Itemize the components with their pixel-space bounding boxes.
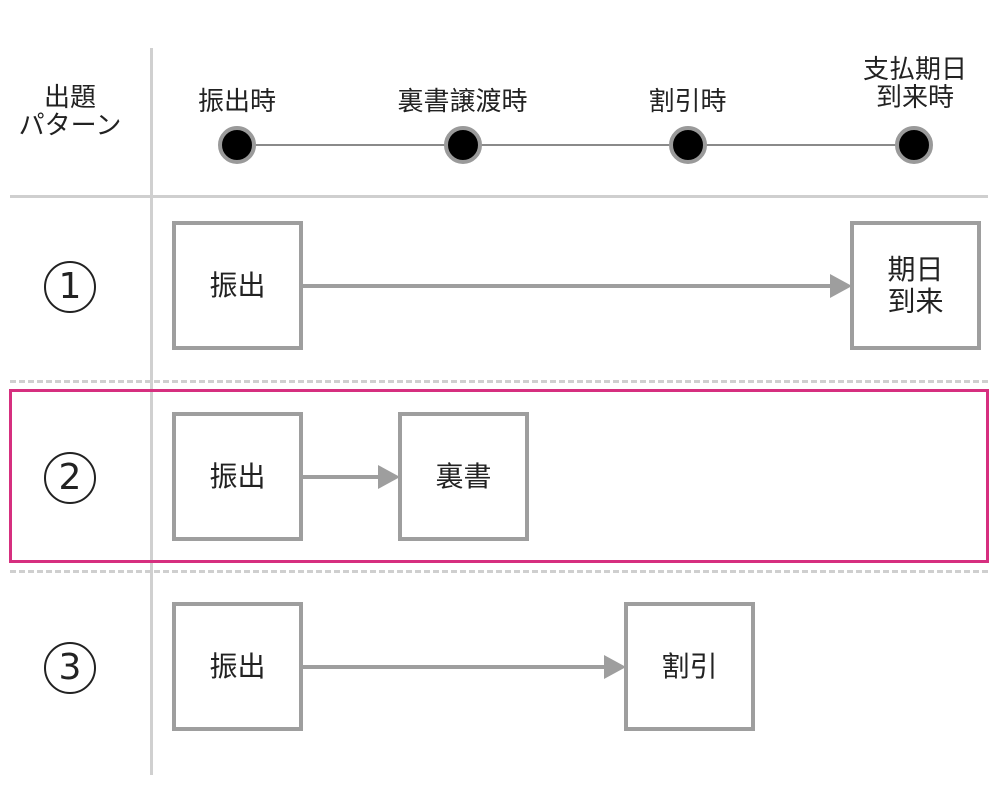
row1-arrow-line <box>303 284 831 288</box>
row-number-1: 1 <box>44 261 96 313</box>
column-divider <box>150 48 153 775</box>
timeline-dot-maturity <box>895 126 933 164</box>
row3-discount-label: 割引 <box>661 649 718 683</box>
row2-arrow-line <box>303 475 379 479</box>
row2-issue-label: 振出 <box>209 459 266 493</box>
row1-maturity-label-line-1: 期日 <box>887 252 944 286</box>
row2-arrow-head <box>378 465 400 489</box>
timeline-label-maturity-line-2: 到来時 <box>875 83 954 113</box>
row-number-2-text: 2 <box>58 457 82 498</box>
timeline-line <box>237 144 913 146</box>
timeline-label-maturity: 支払期日 到来時 <box>845 56 985 112</box>
timeline-label-issue: 振出時 <box>172 88 302 116</box>
row1-issue-box: 振出 <box>172 221 303 350</box>
row-number-2: 2 <box>44 452 96 504</box>
row3-issue-box: 振出 <box>172 602 303 731</box>
timeline-label-issue-text: 振出時 <box>197 87 276 117</box>
row3-arrow-line <box>303 665 605 669</box>
pattern-header-line-2: パターン <box>18 111 122 141</box>
timeline-dot-discount <box>669 126 707 164</box>
row1-maturity-box: 期日 到来 <box>850 221 981 350</box>
timeline-label-maturity-line-1: 支払期日 <box>862 55 967 85</box>
row-number-3-text: 3 <box>58 647 82 688</box>
row2-issue-box: 振出 <box>172 412 303 541</box>
timeline-label-discount-text: 割引時 <box>648 87 727 117</box>
row1-maturity-label-line-2: 到来 <box>887 284 944 318</box>
row-number-1-text: 1 <box>58 266 82 307</box>
row3-discount-box: 割引 <box>624 602 755 731</box>
timeline-label-discount: 割引時 <box>625 88 750 116</box>
pattern-header-label: 出題 パターン <box>0 84 140 140</box>
row2-highlight-frame <box>9 389 989 563</box>
timeline-dot-endorsement <box>444 126 482 164</box>
row1-issue-label: 振出 <box>209 268 266 302</box>
row-separator-1 <box>10 380 988 383</box>
row3-arrow-head <box>604 655 626 679</box>
row-separator-2 <box>10 570 988 573</box>
timeline-dot-issue <box>218 126 256 164</box>
row-number-3: 3 <box>44 642 96 694</box>
timeline-label-endorsement: 裏書譲渡時 <box>380 88 545 116</box>
row2-endorsement-box: 裏書 <box>398 412 529 541</box>
row2-endorsement-label: 裏書 <box>435 459 492 493</box>
pattern-header-line-1: 出題 <box>43 83 96 113</box>
header-separator <box>10 195 988 198</box>
row1-arrow-head <box>830 274 852 298</box>
row3-issue-label: 振出 <box>209 649 266 683</box>
timeline-label-endorsement-text: 裏書譲渡時 <box>397 87 528 117</box>
